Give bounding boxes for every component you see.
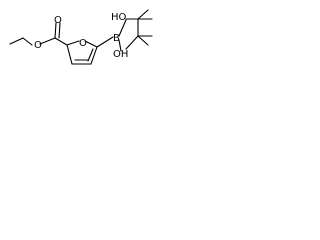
ester-oxygen-label: O (34, 40, 42, 51)
upper-methyl-1 (137, 9, 149, 20)
carbonyl-ring-bond (54, 37, 68, 46)
tertiary-ho-label: HO (111, 12, 127, 23)
ring-o-c5-bond (84, 40, 98, 48)
ring-c5-c4-bond (90, 46, 98, 65)
ring-c3-c2-bond (66, 44, 73, 65)
ethyl-ch3-bond (9, 37, 24, 45)
bond-lines (9, 9, 153, 65)
ester-o-carbonyl-bond (39, 37, 56, 45)
lower-methyl-2 (137, 35, 149, 46)
furan-oxygen-label: O (79, 38, 87, 49)
molecule-svg: O O O B OH HO (9, 9, 153, 65)
atom-labels: O O O B OH HO (34, 12, 128, 60)
boron-upper-o-bond (118, 19, 127, 37)
ring-c2-o-bond (66, 40, 80, 46)
carbonyl-double-bond-outer (54, 22, 57, 39)
ethyl-ch2-bond (22, 37, 33, 46)
boron-oh-label: OH (113, 49, 128, 60)
oh-carbon-bond (125, 35, 139, 50)
carbonyl-oxygen-label: O (54, 15, 62, 26)
ring-inner-double-bond-right (87, 48, 94, 62)
carbonyl-double-bond-inner (58, 22, 61, 39)
ring-boron-bond (96, 36, 114, 48)
boron-oh-bond (118, 39, 122, 52)
boron-label: B (113, 33, 120, 44)
structure-diagram: O O O B OH HO (0, 0, 169, 83)
